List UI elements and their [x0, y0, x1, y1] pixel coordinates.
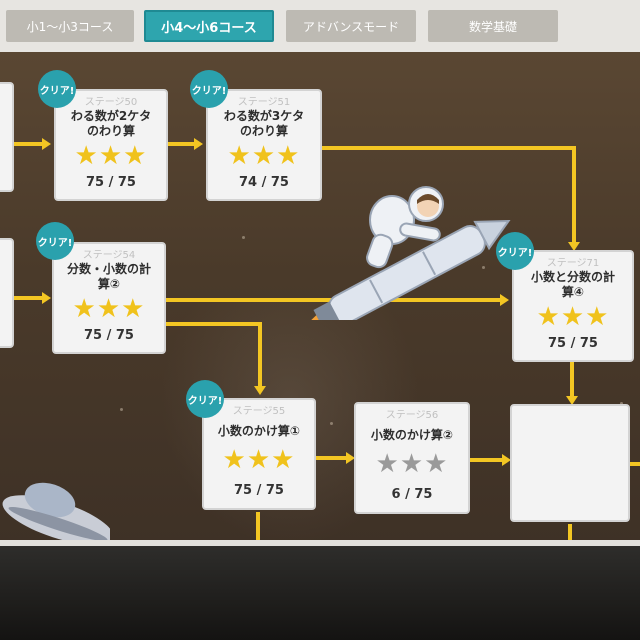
connector-arrow	[42, 292, 51, 304]
stage-score: 6 / 75	[391, 487, 433, 502]
stage-title: 算②	[97, 277, 121, 291]
tab-math-basics[interactable]: 数学基礎	[428, 10, 558, 42]
clear-badge: クリア!	[36, 222, 74, 260]
connector-line	[572, 146, 576, 242]
clear-badge: クリア!	[496, 232, 534, 270]
star-icon: ★	[246, 445, 272, 475]
space-speck	[242, 236, 245, 239]
star-icon: ★	[585, 302, 610, 332]
star-icon: ★	[121, 294, 146, 324]
connector-arrow	[254, 386, 266, 395]
stage-card-offscreen[interactable]	[0, 82, 14, 192]
stage-score: 75 / 75	[86, 175, 136, 190]
tab-grade-1-3[interactable]: 小1～小3コース	[6, 10, 134, 42]
stage-card-offscreen[interactable]	[0, 238, 14, 348]
space-speck	[620, 402, 623, 405]
stage-title: 小数のかけ算②	[370, 428, 454, 442]
space-speck	[330, 422, 333, 425]
star-icon: ★	[399, 449, 425, 479]
connector-line	[570, 362, 574, 398]
clear-badge: クリア!	[186, 380, 224, 418]
stage-score: 75 / 75	[84, 328, 134, 343]
stage-title: 分数・小数の計	[66, 262, 151, 276]
star-icon: ★	[251, 141, 277, 171]
stage-title: わる数が3ケタ	[223, 109, 305, 123]
star-rating: ★★★	[208, 143, 320, 169]
star-icon: ★	[227, 141, 252, 171]
astronaut-rocket-illustration	[300, 186, 511, 320]
star-icon: ★	[222, 445, 247, 475]
star-icon: ★	[560, 302, 586, 332]
star-icon: ★	[271, 445, 296, 475]
star-rating: ★★★	[54, 296, 164, 322]
clear-badge: クリア!	[38, 70, 76, 108]
stage-title: わる数が2ケタ	[70, 109, 152, 123]
star-rating: ★★★	[514, 304, 632, 330]
stage-card-50[interactable]: ステージ50 わる数が2ケタ のわり算 ★★★ 75 / 75	[54, 89, 168, 201]
connector-arrow	[194, 138, 203, 150]
stage-card-56[interactable]: ステージ56 小数のかけ算② ★★★ 6 / 75	[354, 402, 470, 514]
stage-title: のわり算	[239, 124, 288, 138]
connector-arrow	[346, 452, 355, 464]
stage-card-51[interactable]: ステージ51 わる数が3ケタ のわり算 ★★★ 74 / 75	[206, 89, 322, 201]
stage-map: ステージ50 わる数が2ケタ のわり算 ★★★ 75 / 75 クリア! ステー…	[0, 52, 640, 546]
connector-line	[568, 524, 572, 546]
stage-card-71[interactable]: ステージ71 小数と分数の計 算④ ★★★ 75 / 75	[512, 250, 634, 362]
star-icon: ★	[375, 449, 400, 479]
space-speck	[120, 408, 123, 411]
connector-line	[168, 142, 194, 146]
star-icon: ★	[424, 449, 449, 479]
clear-badge: クリア!	[190, 70, 228, 108]
connector-arrow	[42, 138, 51, 150]
stage-title: のわり算	[86, 124, 135, 138]
stage-number: ステージ54	[82, 250, 136, 261]
tab-grade-4-6[interactable]: 小4～小6コース	[144, 10, 274, 42]
connector-line	[630, 462, 640, 466]
star-icon: ★	[72, 294, 97, 324]
connector-line	[322, 146, 576, 150]
star-icon: ★	[98, 141, 124, 171]
stage-title: 小数と分数の計	[530, 270, 615, 284]
device-bezel	[0, 546, 640, 640]
stage-title: 小数のかけ算①	[217, 424, 301, 438]
connector-line	[470, 458, 502, 462]
stage-card-55[interactable]: ステージ55 小数のかけ算① ★★★ 75 / 75	[202, 398, 316, 510]
screen-edge	[0, 540, 640, 548]
star-icon: ★	[123, 141, 148, 171]
star-rating: ★★★	[356, 451, 468, 477]
star-rating: ★★★	[56, 143, 166, 169]
stage-card-54[interactable]: ステージ54 分数・小数の計 算② ★★★ 75 / 75	[52, 242, 166, 354]
ufo-icon	[2, 482, 110, 545]
star-icon: ★	[536, 302, 561, 332]
tab-advanced-mode[interactable]: アドバンスモード	[286, 10, 416, 42]
stage-number: ステージ55	[232, 406, 286, 417]
stage-score: 75 / 75	[548, 336, 598, 351]
stage-number: ステージ51	[237, 97, 291, 108]
connector-line	[256, 512, 260, 542]
connector-line	[14, 296, 42, 300]
stage-score: 75 / 75	[234, 483, 284, 498]
connector-line	[316, 456, 346, 460]
course-tab-bar: 小1～小3コース 小4～小6コース アドバンスモード 数学基礎	[0, 0, 640, 52]
star-rating: ★★★	[204, 447, 314, 473]
connector-arrow	[566, 396, 578, 405]
star-icon: ★	[74, 141, 99, 171]
stage-score: 74 / 75	[239, 175, 289, 190]
connector-arrow	[500, 294, 509, 306]
space-speck	[482, 266, 485, 269]
connector-arrow	[502, 454, 511, 466]
stage-title: 算④	[561, 285, 585, 299]
stage-number: ステージ56	[385, 410, 439, 421]
stage-number: ステージ50	[84, 97, 138, 108]
star-icon: ★	[96, 294, 122, 324]
connector-line	[14, 142, 42, 146]
stage-card-locked[interactable]	[510, 404, 630, 522]
star-icon: ★	[276, 141, 301, 171]
connector-arrow	[568, 242, 580, 251]
connector-line	[164, 322, 262, 326]
stage-number: ステージ71	[546, 258, 600, 269]
connector-line	[258, 322, 262, 388]
